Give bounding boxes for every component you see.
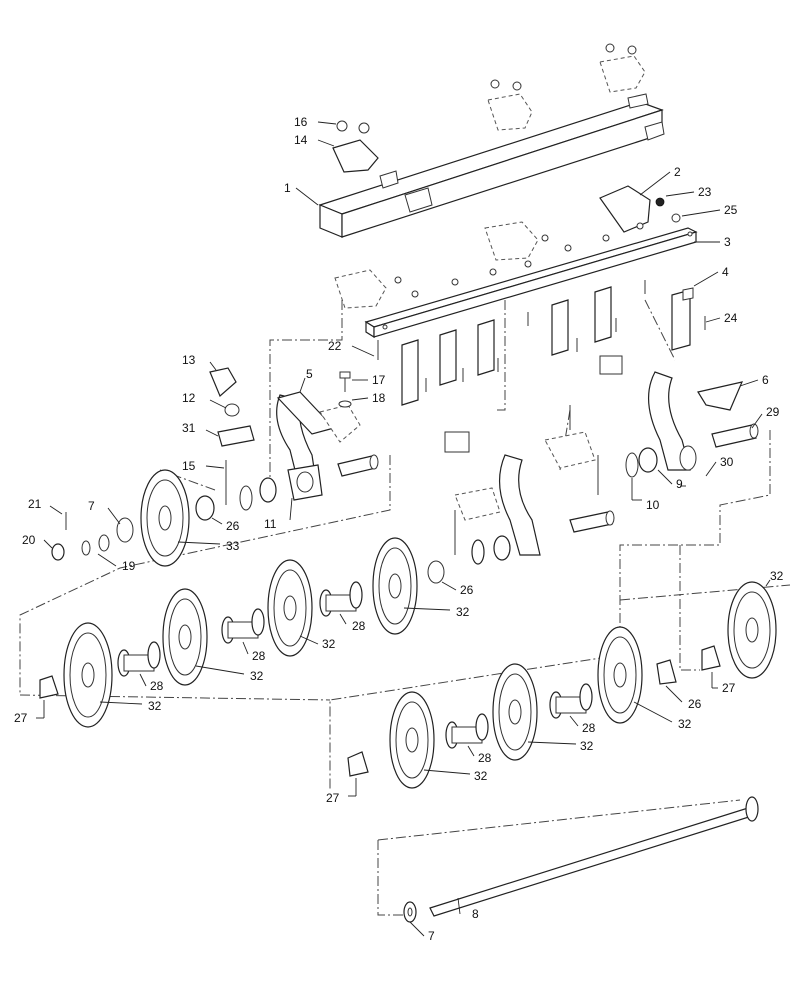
callout-15: 15	[182, 459, 196, 473]
disc-blade-32-upper-right	[372, 537, 418, 635]
spacer-2	[221, 608, 265, 644]
disc-blade-32-mid-left	[162, 588, 208, 686]
callout-9: 9	[676, 477, 683, 491]
disc-blade-32-upper-mid	[267, 559, 313, 657]
callout-5: 5	[306, 367, 313, 381]
callout-32-h: 32	[474, 769, 488, 783]
disc-blade-32-far-right	[727, 581, 777, 679]
left-shaft-tube	[337, 454, 379, 477]
spacer-1	[117, 641, 161, 677]
disc-blade-33	[140, 469, 190, 567]
disc-blade-32-lower-left	[389, 691, 435, 789]
callout-3: 3	[724, 235, 731, 249]
callout-27-a: 27	[14, 711, 28, 725]
callout-27-c: 27	[722, 681, 736, 695]
main-frame-tube	[318, 93, 665, 238]
callout-1: 1	[284, 181, 291, 195]
long-shaft	[403, 796, 759, 923]
callout-32-g: 32	[580, 739, 594, 753]
callout-28-b: 28	[252, 649, 266, 663]
callout-32-c: 32	[322, 637, 336, 651]
callout-26-b: 26	[460, 583, 474, 597]
callout-11: 11	[264, 517, 277, 531]
callout-8: 8	[472, 907, 479, 921]
callout-19: 19	[122, 559, 136, 573]
spacer-3	[319, 581, 363, 617]
callout-23: 23	[698, 185, 712, 199]
callout-21: 21	[28, 497, 42, 511]
callout-7-lower: 7	[428, 929, 435, 943]
callout-13: 13	[182, 353, 196, 367]
callout-32-a: 32	[770, 569, 784, 583]
spacer-4	[445, 713, 489, 749]
callout-32-d: 32	[250, 669, 264, 683]
callout-33: 33	[226, 539, 240, 553]
ghost-mount-plates	[334, 55, 646, 309]
disc-blade-32-far-left	[63, 622, 113, 728]
notched-disc-blades	[63, 469, 777, 789]
clamp-plate-14	[332, 43, 637, 173]
right-arm-bracket	[599, 355, 759, 478]
callout-18: 18	[372, 391, 386, 405]
assembly-guide-lines	[19, 299, 791, 916]
callout-30: 30	[720, 455, 734, 469]
callout-28-c: 28	[352, 619, 366, 633]
middle-arm-bracket	[444, 405, 615, 556]
end-cones	[39, 645, 721, 777]
callout-28-a: 28	[150, 679, 164, 693]
callout-20: 20	[22, 533, 36, 547]
callout-14: 14	[294, 133, 308, 147]
bracket-plate-2	[599, 185, 681, 233]
callout-17: 17	[372, 373, 386, 387]
disc-blade-32-right	[597, 626, 643, 724]
callout-24: 24	[724, 311, 738, 325]
callout-25: 25	[724, 203, 738, 217]
left-arm-bracket	[209, 367, 361, 501]
callout-27-b: 27	[326, 791, 340, 805]
left-shaft-hardware	[51, 460, 511, 584]
callout-32-b: 32	[456, 605, 470, 619]
spacer-5	[549, 683, 593, 719]
callouts: 1 2 3 4 5 6 7 7 8 9 10 11 12 13 14 15	[14, 115, 784, 943]
callout-31: 31	[182, 421, 196, 435]
bolts-along-bar	[377, 222, 706, 392]
strap-4	[671, 287, 694, 351]
spring-tines	[401, 286, 612, 406]
callout-28-d: 28	[478, 751, 492, 765]
callout-16: 16	[294, 115, 308, 129]
callout-2: 2	[674, 165, 681, 179]
callout-7-upper: 7	[88, 499, 95, 513]
callout-32-e: 32	[148, 699, 162, 713]
callout-29: 29	[766, 405, 780, 419]
callout-32-f: 32	[678, 717, 692, 731]
disc-blade-32-lower-mid	[492, 663, 538, 761]
callout-26-a: 26	[226, 519, 240, 533]
spool-spacers	[117, 581, 593, 749]
callout-26-c: 26	[688, 697, 702, 711]
callout-22: 22	[328, 339, 342, 353]
callout-12: 12	[182, 391, 196, 405]
callout-10: 10	[646, 498, 660, 512]
callout-28-e: 28	[582, 721, 596, 735]
callout-6: 6	[762, 373, 769, 387]
callout-4: 4	[722, 265, 729, 279]
